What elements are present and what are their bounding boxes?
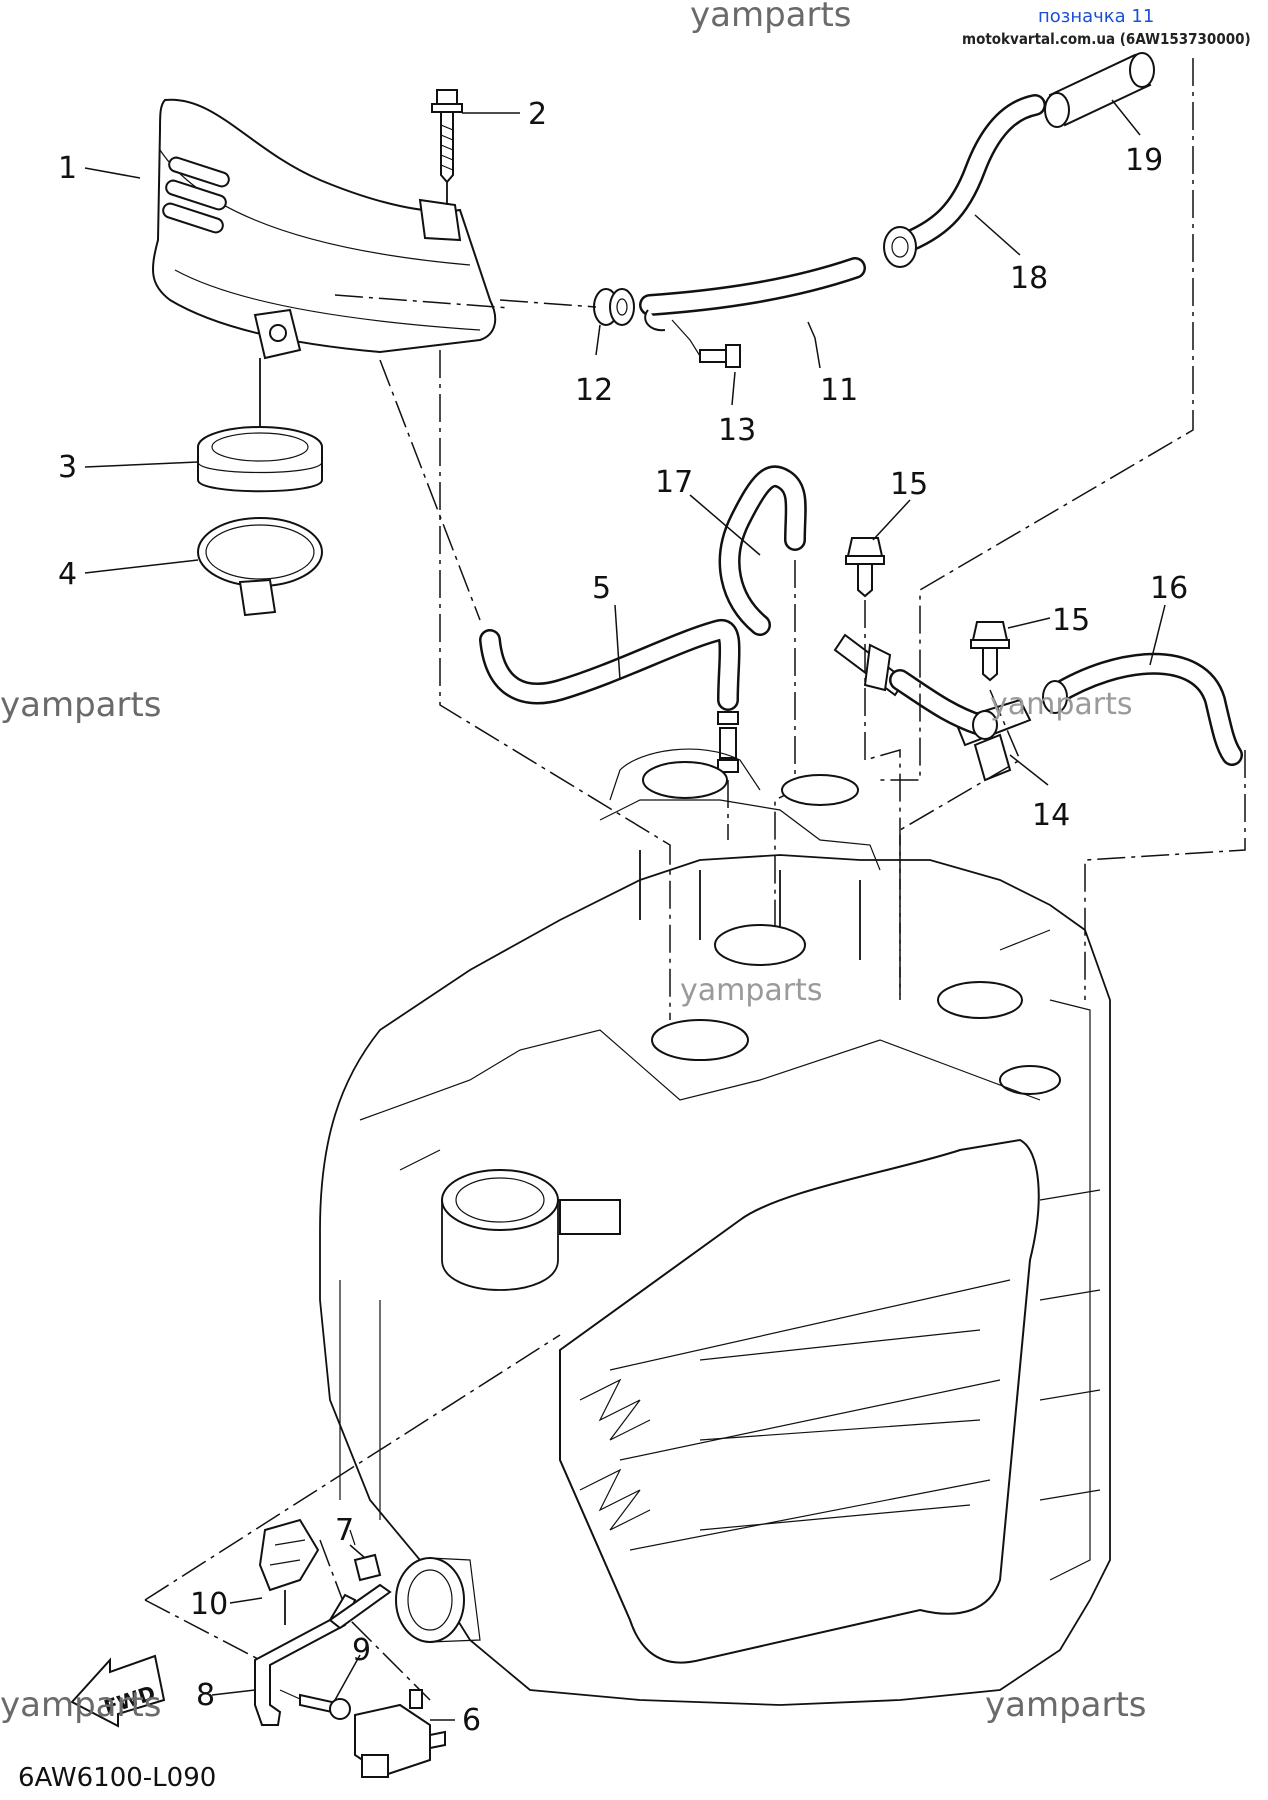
holder-10 [258, 1518, 320, 1625]
callout-11: 11 [820, 373, 858, 408]
band-clamp-4 [197, 517, 323, 617]
hose-18 [883, 94, 1046, 268]
clip-7 [349, 1529, 382, 1582]
callout-18: 18 [1010, 261, 1048, 296]
sensor-6 [354, 1689, 446, 1778]
callout-10: 10 [190, 1587, 228, 1622]
hose-5 [479, 619, 741, 711]
callout-9: 9 [352, 1633, 371, 1668]
bracket-8 [254, 1583, 392, 1726]
screw-13 [671, 319, 741, 368]
callout-16: 16 [1150, 571, 1188, 606]
callout-5: 5 [592, 571, 611, 606]
callout-13: 13 [718, 413, 756, 448]
hose-11 [639, 257, 866, 332]
watermark-bottom-right: yamparts [985, 1685, 1147, 1725]
bolt-2 [431, 89, 463, 205]
hose-17 [718, 465, 807, 636]
callout-3: 3 [58, 450, 77, 485]
watermark-top: yamparts [690, 0, 852, 35]
intake-silencer-cover [152, 98, 511, 360]
bolt-15-b [970, 621, 1010, 682]
callout-17: 17 [655, 465, 693, 500]
watermark-center: yamparts [990, 687, 1133, 722]
engine-block [319, 748, 1111, 1706]
reference-source: motokvartal.com.ua (6AW153730000) [962, 30, 1251, 48]
watermark-left: yamparts [0, 685, 162, 725]
watermark-bottom-left: yamparts [0, 1685, 162, 1725]
callout-6: 6 [462, 1703, 481, 1738]
callout-1: 1 [58, 151, 77, 186]
rubber-seal-3 [197, 358, 323, 493]
watermark-mid: yamparts [680, 973, 823, 1008]
reference-link[interactable]: позначка 11 [1038, 6, 1154, 27]
screw-9 [279, 1689, 351, 1720]
callout-7: 7 [335, 1513, 354, 1548]
callout-15-b: 15 [1052, 603, 1090, 638]
diagram-code: 6AW6100-L090 [18, 1763, 216, 1793]
callout-15-a: 15 [890, 467, 928, 502]
bolt-15-a [845, 537, 885, 598]
joint-bracket-14 [833, 633, 1032, 782]
callout-8: 8 [196, 1678, 215, 1713]
callout-19: 19 [1125, 143, 1163, 178]
hose-connector-5 [717, 711, 739, 773]
hose-19 [1044, 52, 1155, 128]
callout-12: 12 [575, 373, 613, 408]
hose-16 [1042, 652, 1243, 766]
callout-2: 2 [528, 97, 547, 132]
callout-4: 4 [58, 557, 77, 592]
callout-14: 14 [1032, 798, 1070, 833]
grommet-12 [593, 288, 635, 326]
